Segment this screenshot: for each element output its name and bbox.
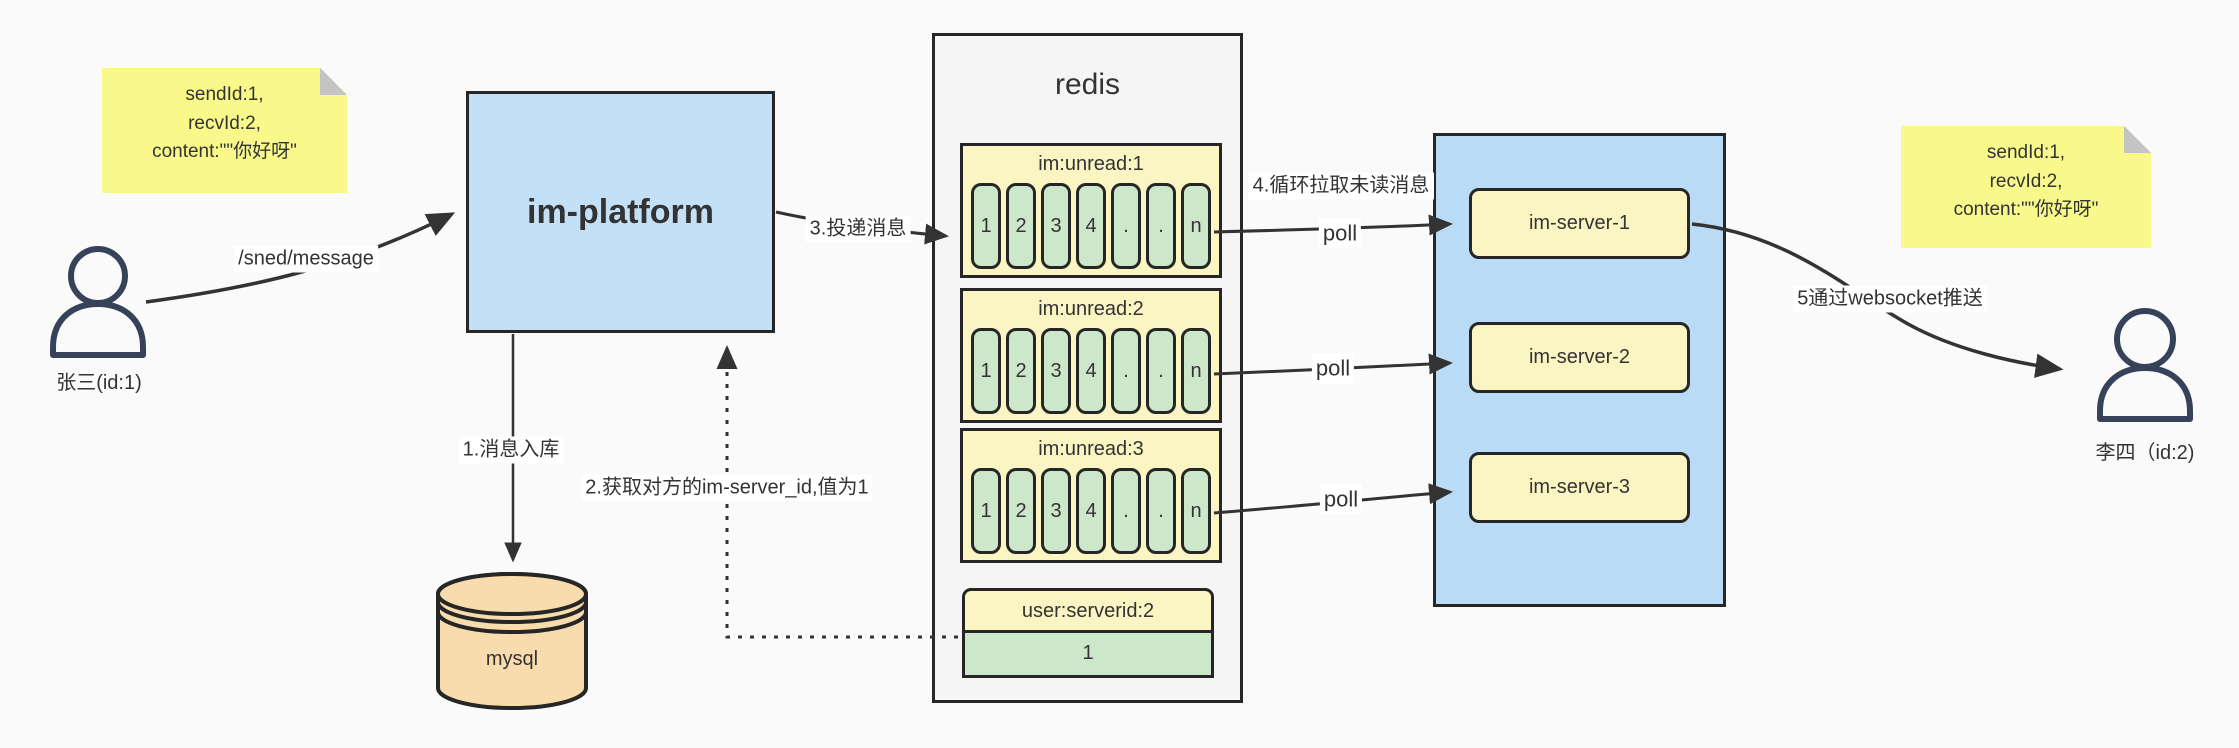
note-line: recvId:2,: [1989, 170, 2063, 192]
kv-value: 1: [962, 633, 1214, 678]
queue-cell: .: [1146, 183, 1176, 269]
queue-cell: n: [1181, 328, 1211, 414]
label-poll-1: poll: [1318, 218, 1362, 248]
queue-cells: 1 2 3 4 . . n: [971, 468, 1211, 554]
queue-cell: 3: [1041, 328, 1071, 414]
queue-cell: 1: [971, 328, 1001, 414]
queue-cell: 4: [1076, 328, 1106, 414]
queue-cell: .: [1111, 183, 1141, 269]
queue-cell: 2: [1006, 183, 1036, 269]
queue-cell: 4: [1076, 183, 1106, 269]
queue-cell: .: [1146, 328, 1176, 414]
note-line: sendId:1,: [185, 84, 264, 105]
queue-cell: 2: [1006, 328, 1036, 414]
queue-cell: 4: [1076, 468, 1106, 554]
im-server-1-label: im-server-1: [1528, 212, 1631, 234]
queue-cell: n: [1181, 183, 1211, 269]
note-line: recvId:2,: [188, 112, 261, 134]
queue-cell: .: [1111, 328, 1141, 414]
queue-cells: 1 2 3 4 . . n: [971, 183, 1211, 269]
label-step4: 4.循环拉取未读消息: [1248, 172, 1434, 200]
note-fold-icon: [2124, 126, 2151, 153]
queue-cell: 1: [971, 183, 1001, 269]
user-sender-icon: [50, 246, 146, 358]
im-server-2-label: im-server-2: [1528, 346, 1631, 368]
user-receiver-icon: [2097, 308, 2193, 422]
queue-cell: 1: [971, 468, 1001, 554]
queue-key-label: im:unread:2: [1038, 298, 1144, 320]
label-poll-2: poll: [1311, 353, 1355, 383]
queue-cell: 3: [1041, 468, 1071, 554]
queue-cell: 3: [1041, 183, 1071, 269]
queue-im-unread-2: im:unread:2 1 2 3 4 . . n: [960, 288, 1222, 423]
mysql-database-icon: [436, 572, 588, 710]
user-sender-label: 张三(id:1): [56, 372, 142, 394]
note-fold-icon: [320, 68, 347, 95]
im-server-3-box: im-server-3: [1469, 452, 1690, 523]
queue-key-label: im:unread:1: [1038, 153, 1144, 175]
im-platform-label: im-platform: [527, 192, 714, 231]
note-line: sendId:1,: [1986, 142, 2066, 163]
queue-cells: 1 2 3 4 . . n: [971, 328, 1211, 414]
im-platform-box: im-platform: [466, 91, 775, 333]
queue-cell: n: [1181, 468, 1211, 554]
label-step3: 3.投递消息: [805, 215, 911, 243]
mysql-label: mysql: [485, 648, 539, 670]
note-line: content:""你好呀": [1953, 199, 2099, 220]
label-step1: 1.消息入库: [458, 436, 564, 464]
label-send-message: /sned/message: [234, 245, 378, 273]
im-server-3-label: im-server-3: [1528, 476, 1631, 498]
label-step5: 5通过websocket推送: [1793, 285, 1987, 313]
queue-im-unread-1: im:unread:1 1 2 3 4 . . n: [960, 143, 1222, 278]
label-poll-3: poll: [1319, 484, 1363, 514]
label-step2: 2.获取对方的im-server_id,值为1: [581, 474, 873, 502]
queue-key-label: im:unread:3: [1038, 438, 1144, 460]
redis-title: redis: [1054, 68, 1121, 101]
user-receiver-label: 李四（id:2): [2095, 442, 2195, 464]
queue-cell: .: [1111, 468, 1141, 554]
message-note-left: sendId:1, recvId:2, content:""你好呀": [102, 68, 347, 193]
kv-user-serverid: user:serverid:2 1: [962, 588, 1214, 678]
im-server-1-box: im-server-1: [1469, 188, 1690, 259]
message-note-right: sendId:1, recvId:2, content:""你好呀": [1901, 126, 2151, 248]
im-server-2-box: im-server-2: [1469, 322, 1690, 393]
queue-im-unread-3: im:unread:3 1 2 3 4 . . n: [960, 428, 1222, 563]
note-line: content:""你好呀": [152, 141, 297, 162]
queue-cell: 2: [1006, 468, 1036, 554]
queue-cell: .: [1146, 468, 1176, 554]
kv-key-label: user:serverid:2: [962, 588, 1214, 633]
